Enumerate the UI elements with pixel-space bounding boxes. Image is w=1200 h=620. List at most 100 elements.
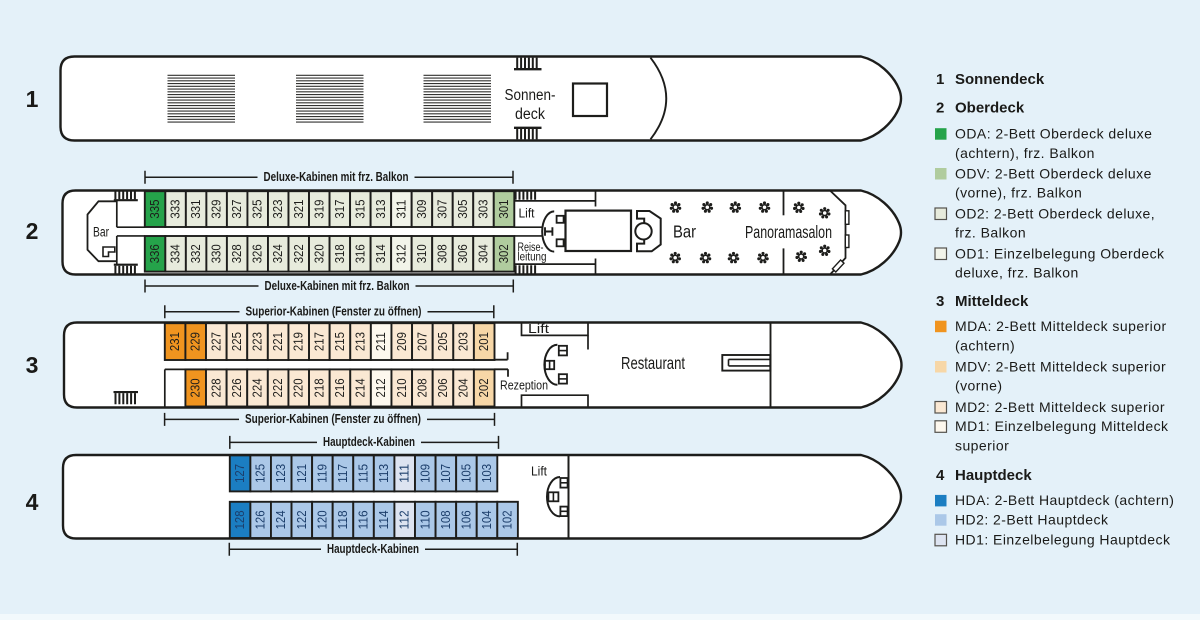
- svg-text:Superior-Kabinen (Fenster zu ö: Superior-Kabinen (Fenster zu öffnen): [245, 411, 421, 426]
- svg-text:HD2: 2-Bett Hauptdeck: HD2: 2-Bett Hauptdeck: [955, 512, 1109, 528]
- svg-text:107: 107: [439, 464, 453, 483]
- svg-text:328: 328: [230, 244, 244, 263]
- svg-text:2: 2: [26, 218, 39, 244]
- svg-text:124: 124: [274, 510, 288, 529]
- svg-text:HDA: 2-Bett Hauptdeck (achtern: HDA: 2-Bett Hauptdeck (achtern): [955, 492, 1174, 508]
- svg-text:315: 315: [353, 200, 367, 219]
- svg-text:Hauptdeck-Kabinen: Hauptdeck-Kabinen: [327, 541, 419, 556]
- svg-text:(achtern): (achtern): [955, 337, 1015, 353]
- svg-text:221: 221: [271, 332, 285, 351]
- svg-text:deluxe, frz. Balkon: deluxe, frz. Balkon: [955, 265, 1079, 281]
- svg-text:115: 115: [357, 464, 371, 483]
- svg-text:superior: superior: [955, 438, 1009, 454]
- svg-text:333: 333: [169, 200, 183, 219]
- svg-text:105: 105: [459, 464, 473, 483]
- svg-text:214: 214: [354, 378, 368, 397]
- svg-text:327: 327: [230, 200, 244, 219]
- svg-text:128: 128: [233, 510, 247, 529]
- svg-text:113: 113: [377, 464, 391, 483]
- svg-text:226: 226: [230, 378, 244, 397]
- svg-text:318: 318: [333, 244, 347, 263]
- svg-text:306: 306: [456, 244, 470, 263]
- svg-text:330: 330: [210, 244, 224, 263]
- svg-text:126: 126: [254, 510, 268, 529]
- svg-text:123: 123: [274, 464, 288, 483]
- svg-text:(vorne): (vorne): [955, 378, 1003, 394]
- svg-text:HD1: Einzelbelegung Hauptdeck: HD1: Einzelbelegung Hauptdeck: [955, 532, 1171, 548]
- svg-text:323: 323: [271, 200, 285, 219]
- svg-text:213: 213: [354, 332, 368, 351]
- svg-text:4: 4: [936, 467, 945, 484]
- svg-text:231: 231: [168, 332, 182, 351]
- svg-text:317: 317: [333, 200, 347, 219]
- svg-text:305: 305: [456, 200, 470, 219]
- svg-text:125: 125: [254, 464, 268, 483]
- svg-text:307: 307: [435, 200, 449, 219]
- svg-text:212: 212: [374, 378, 388, 397]
- svg-text:201: 201: [477, 332, 491, 351]
- svg-text:215: 215: [333, 332, 347, 351]
- svg-text:321: 321: [292, 200, 306, 219]
- svg-text:204: 204: [457, 378, 471, 397]
- svg-text:319: 319: [312, 200, 326, 219]
- svg-text:OD2: 2-Bett Oberdeck deluxe,: OD2: 2-Bett Oberdeck deluxe,: [955, 205, 1155, 221]
- svg-text:Bar: Bar: [673, 222, 696, 242]
- svg-text:303: 303: [477, 200, 491, 219]
- svg-text:220: 220: [292, 378, 306, 397]
- svg-text:Lift: Lift: [528, 321, 549, 336]
- svg-text:frz. Balkon: frz. Balkon: [955, 225, 1026, 241]
- svg-text:1: 1: [936, 71, 944, 88]
- svg-text:(achtern), frz. Balkon: (achtern), frz. Balkon: [955, 145, 1095, 161]
- svg-text:Superior-Kabinen (Fenster zu ö: Superior-Kabinen (Fenster zu öffnen): [246, 303, 422, 318]
- svg-text:MDV: 2-Bett Mitteldeck superio: MDV: 2-Bett Mitteldeck superior: [955, 358, 1166, 374]
- svg-text:229: 229: [189, 332, 203, 351]
- svg-text:205: 205: [436, 332, 450, 351]
- svg-text:111: 111: [398, 464, 412, 483]
- svg-text:Hauptdeck-Kabinen: Hauptdeck-Kabinen: [323, 434, 415, 449]
- svg-text:Deluxe-Kabinen mit frz. Balkon: Deluxe-Kabinen mit frz. Balkon: [264, 169, 409, 184]
- svg-text:329: 329: [210, 200, 224, 219]
- svg-text:219: 219: [292, 332, 306, 351]
- svg-text:119: 119: [315, 464, 329, 483]
- svg-text:109: 109: [418, 464, 432, 483]
- svg-text:(vorne), frz. Balkon: (vorne), frz. Balkon: [955, 185, 1082, 201]
- svg-text:302: 302: [497, 244, 511, 263]
- svg-text:1: 1: [26, 86, 39, 112]
- svg-text:4: 4: [26, 489, 39, 515]
- svg-text:2: 2: [936, 100, 944, 117]
- svg-text:206: 206: [436, 378, 450, 397]
- svg-text:310: 310: [415, 244, 429, 263]
- svg-text:112: 112: [398, 510, 412, 529]
- svg-text:322: 322: [292, 244, 306, 263]
- svg-text:3: 3: [26, 352, 39, 378]
- svg-text:211: 211: [374, 332, 388, 351]
- svg-text:208: 208: [415, 378, 429, 397]
- svg-text:110: 110: [418, 510, 432, 529]
- svg-text:335: 335: [148, 200, 162, 219]
- svg-text:104: 104: [480, 510, 494, 529]
- svg-text:222: 222: [271, 378, 285, 397]
- svg-text:316: 316: [353, 244, 367, 263]
- svg-text:207: 207: [415, 332, 429, 351]
- svg-text:224: 224: [251, 378, 265, 397]
- svg-text:203: 203: [457, 332, 471, 351]
- svg-text:Mitteldeck: Mitteldeck: [955, 293, 1029, 310]
- svg-text:Restaurant: Restaurant: [621, 353, 685, 373]
- svg-text:324: 324: [271, 244, 285, 263]
- svg-text:312: 312: [394, 244, 408, 263]
- svg-text:102: 102: [501, 510, 515, 529]
- svg-text:332: 332: [189, 244, 203, 263]
- svg-text:117: 117: [336, 464, 350, 483]
- svg-text:Bar: Bar: [93, 225, 109, 241]
- svg-text:121: 121: [295, 464, 309, 483]
- svg-text:311: 311: [394, 200, 408, 219]
- svg-text:230: 230: [189, 378, 203, 397]
- svg-text:304: 304: [477, 244, 491, 263]
- svg-text:106: 106: [459, 510, 473, 529]
- svg-text:326: 326: [251, 244, 265, 263]
- svg-text:223: 223: [251, 332, 265, 351]
- svg-text:Reise-: Reise-: [518, 240, 544, 254]
- svg-text:334: 334: [169, 244, 183, 263]
- svg-text:Panoramasalon: Panoramasalon: [745, 222, 832, 242]
- svg-text:122: 122: [295, 510, 309, 529]
